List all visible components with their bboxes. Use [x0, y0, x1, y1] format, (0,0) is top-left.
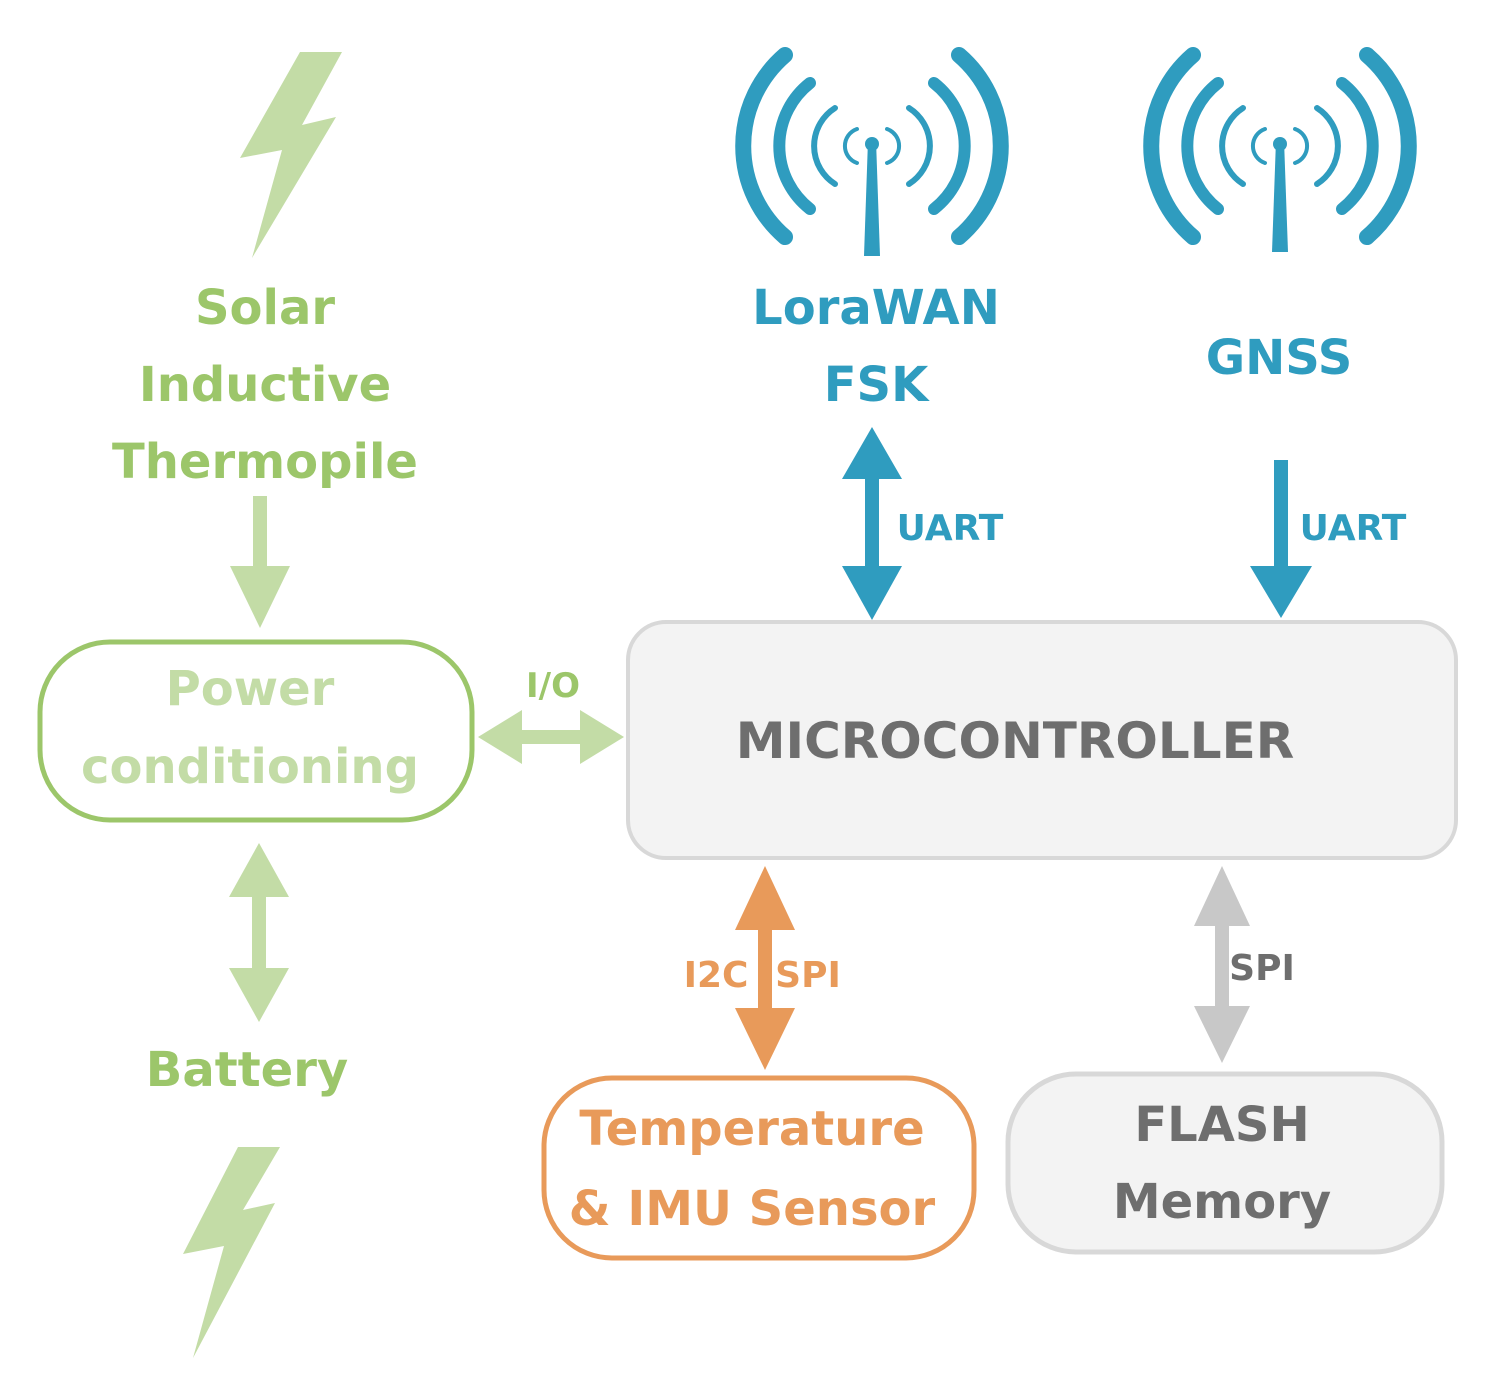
lightning-bolt-icon-bottom [183, 1147, 280, 1358]
flash-spi-label: SPI [1229, 948, 1295, 989]
arrow-io [478, 710, 624, 764]
sensor-bus-spi-label: SPI [775, 955, 841, 996]
power-conditioning-line1: Power [166, 661, 335, 717]
sensor-block [541, 1075, 977, 1261]
battery-label: Battery [146, 1042, 348, 1098]
arrow-flash-spi [1194, 866, 1250, 1063]
microcontroller-block [626, 620, 1458, 860]
gnss-label: GNSS [1206, 330, 1353, 386]
flash-label-line2: Memory [1113, 1174, 1331, 1230]
arrow-sensor-bus [735, 866, 795, 1070]
lora-label-line1: LoraWAN [752, 280, 1000, 336]
antenna-tip-lora [865, 137, 879, 151]
arrow-sources-to-power [230, 496, 290, 628]
arrow-power-battery [229, 843, 289, 1022]
flash-memory-block [1005, 1071, 1445, 1255]
antenna-mast-lora [864, 140, 880, 256]
antenna-tip-gnss [1273, 137, 1287, 151]
source-inductive: Inductive [139, 357, 391, 413]
arrow-gnss-uart [1250, 460, 1312, 618]
io-label: I/O [526, 666, 580, 706]
lora-uart-label: UART [897, 508, 1004, 549]
source-thermopile: Thermopile [112, 434, 418, 490]
antenna-mast-gnss [1272, 140, 1288, 252]
gnss-uart-label: UART [1300, 508, 1407, 549]
sensor-label-line1: Temperature [579, 1101, 924, 1157]
source-solar: Solar [195, 280, 335, 336]
sensor-bus-i2c-label: I2C [684, 955, 749, 996]
power-conditioning-line2: conditioning [81, 739, 419, 795]
microcontroller-label: MICROCONTROLLER [736, 712, 1295, 770]
antenna-icon-lora [735, 47, 1009, 245]
antenna-icon-gnss [1143, 47, 1417, 245]
lora-label-line2: FSK [824, 357, 930, 413]
arrow-lora-uart [842, 427, 902, 620]
power-conditioning-block [37, 639, 475, 823]
sensor-label-line2: & IMU Sensor [569, 1181, 936, 1237]
flash-label-line1: FLASH [1134, 1097, 1309, 1153]
lightning-bolt-icon-top [240, 52, 342, 258]
